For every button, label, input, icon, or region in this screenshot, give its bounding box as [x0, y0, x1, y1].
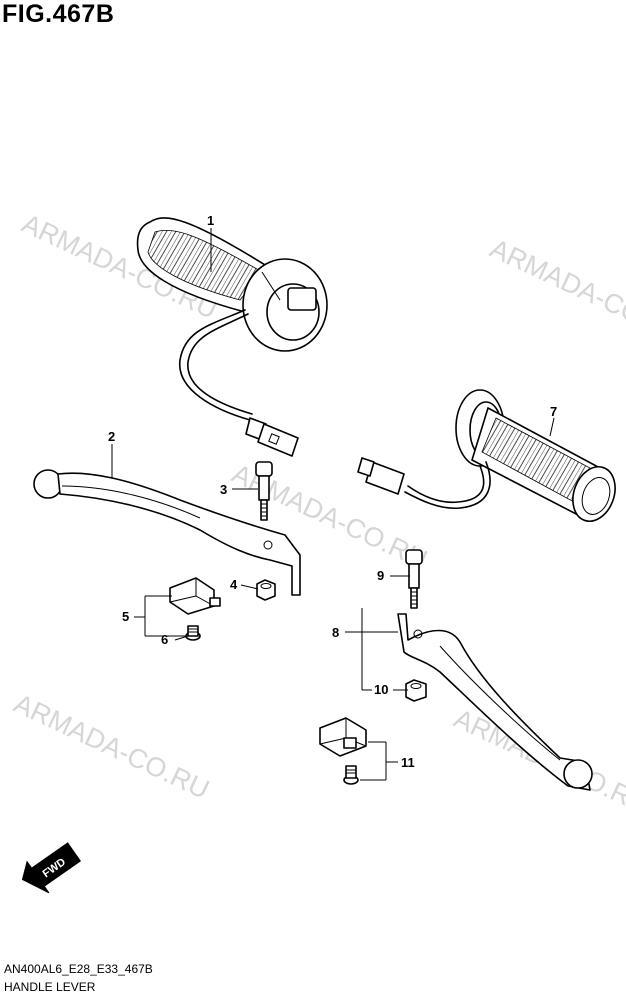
callout-1: 1 [207, 213, 214, 228]
callout-numbers: 1 2 3 4 5 6 7 8 9 10 11 [108, 213, 557, 770]
bolt-3 [255, 461, 273, 521]
watermark-2: ARMADA-CO.RU [485, 233, 626, 350]
callout-4: 4 [230, 577, 238, 592]
callout-2: 2 [108, 429, 115, 444]
lever-left [33, 469, 301, 596]
heated-grip-left [136, 217, 328, 457]
callout-10: 10 [374, 682, 388, 697]
figure-name: HANDLE LEVER [4, 980, 96, 994]
nut-4 [256, 579, 276, 601]
callout-5: 5 [122, 609, 129, 624]
screw-6 [185, 625, 201, 641]
switch-5 [169, 577, 221, 615]
watermark-4: ARMADA-CO.RU [9, 688, 213, 805]
nut-10 [405, 679, 427, 702]
callout-7: 7 [550, 404, 557, 419]
leader-lines [111, 228, 555, 781]
bolt-9 [405, 549, 423, 609]
callout-3: 3 [220, 482, 227, 497]
grip-right [357, 389, 616, 522]
figure-code: AN400AL6_E28_E33_467B [4, 962, 153, 976]
callout-8: 8 [332, 625, 339, 640]
callout-11: 11 [401, 755, 415, 770]
lever-right [397, 613, 593, 791]
fwd-arrow-icon: FWD [21, 842, 82, 894]
callout-9: 9 [377, 568, 384, 583]
switch-11 [319, 717, 367, 785]
figure-title: FIG.467B [2, 0, 115, 28]
callout-6: 6 [161, 632, 168, 647]
